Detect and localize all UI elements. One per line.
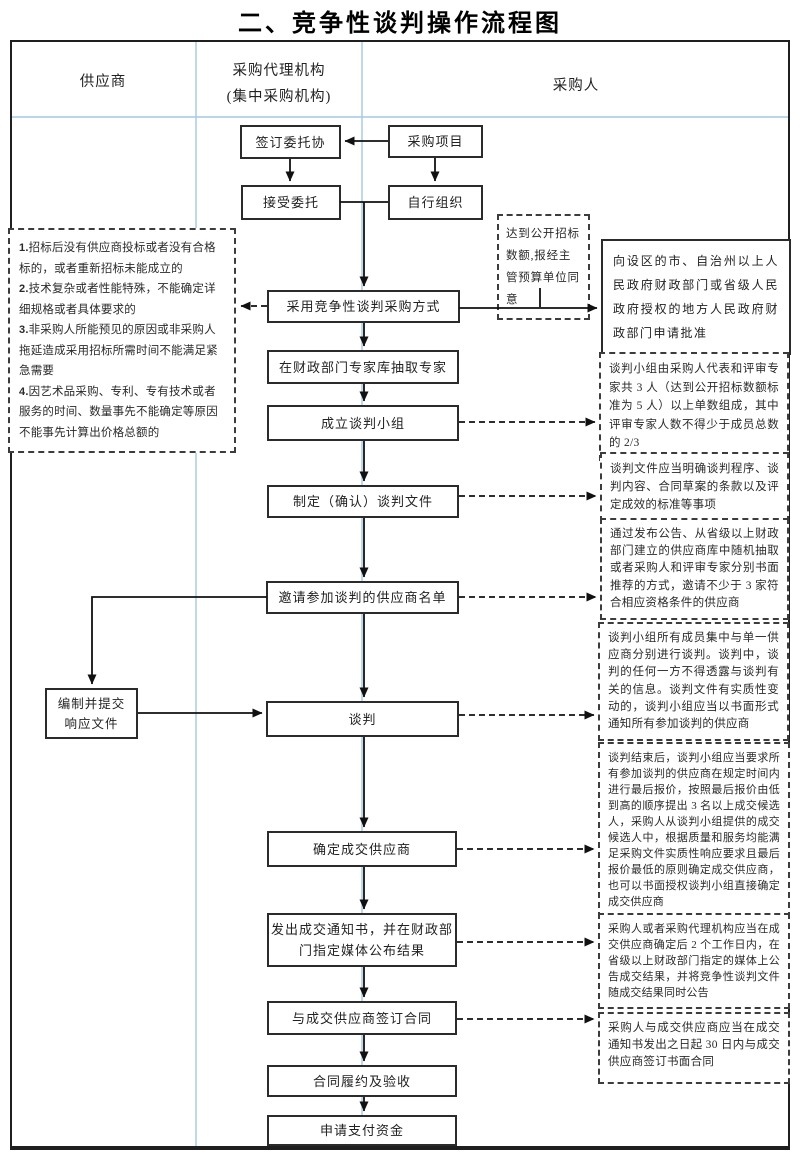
reason-2-number: 2. (19, 283, 29, 295)
flow-box-determine-supplier-label: 确定成交供应商 (312, 841, 411, 857)
reason-item-3: 3.非采购人所能预见的原因或非采购人拖延造成采用招标所需时间不能满足紧急需要 (19, 320, 225, 382)
flow-box-negotiate-label: 谈判 (348, 711, 377, 727)
flow-box-prepare-response-line1: 编制并提交 (57, 696, 126, 711)
note-final-quotation: 谈判结束后，谈判小组应当要求所有参加谈判的供应商在规定时间内进行最后报价，按照最… (598, 742, 790, 918)
note-group-composition: 谈判小组由采购人代表和评审专家共 3 人（达到公开招标数额标准为 5 人）以上单… (599, 352, 789, 461)
flow-box-negotiate: 谈判 (266, 701, 459, 737)
reason-1-number: 1. (19, 242, 29, 254)
reason-item-2: 2.技术复杂或者性能特殊，不能确定详细规格或者具体要求的 (19, 279, 225, 320)
flow-box-perform-contract: 合同履约及验收 (267, 1065, 457, 1097)
note-reasons: 1.招标后没有供应商投标或者没有合格标的，或者重新招标未能成立的 2.技术复杂或… (8, 228, 236, 453)
note-invitation-method: 通过发布公告、从省级以上财政部门建立的供应商库中随机抽取或者采购人和评审专家分别… (600, 518, 789, 621)
flow-box-form-group: 成立谈判小组 (267, 405, 459, 441)
page-title: 二、竞争性谈判操作流程图 (238, 10, 562, 37)
note-approval: 向设区的市、自治州以上人民政府财政部门或省级人民政府授权的地方人民政府财政部门申… (601, 239, 791, 355)
reason-1-text: 招标后没有供应商投标或者没有合格标的，或者重新招标未能成立的 (19, 242, 216, 275)
flow-box-issue-notice: 发出成交通知书，并在财政部门指定媒体公布结果 (267, 913, 457, 967)
flow-box-accept-entrust: 接受委托 (241, 185, 341, 220)
reason-3-text: 非采购人所能预见的原因或非采购人拖延造成采用招标所需时间不能满足紧急需要 (19, 324, 218, 377)
flow-box-perform-contract-label: 合同履约及验收 (312, 1073, 411, 1089)
reason-item-1: 1.招标后没有供应商投标或者没有合格标的，或者重新招标未能成立的 (19, 238, 225, 279)
column-header-agency-line1: 采购代理机构 (232, 63, 326, 79)
flow-box-prepare-response-line2: 响应文件 (64, 716, 119, 731)
flow-box-sign-agreement: 签订委托协 (240, 125, 341, 159)
flow-box-prepare-response: 编制并提交 响应文件 (45, 688, 138, 739)
note-threshold: 达到公开招标数额,报经主管预算单位同意 (497, 214, 590, 320)
reason-2-text: 技术复杂或者性能特殊，不能确定详细规格或者具体要求的 (19, 283, 216, 316)
flow-box-apply-payment: 申请支付资金 (267, 1115, 457, 1146)
flow-box-make-documents-label: 制定（确认）谈判文件 (292, 494, 433, 509)
flow-box-sign-contract: 与成交供应商签订合同 (267, 1001, 457, 1035)
flow-box-sign-contract-label: 与成交供应商签订合同 (291, 1010, 432, 1026)
note-doc-requirements: 谈判文件应当明确谈判程序、谈判内容、合同草案的条款以及评定成效的标准等事项 (600, 452, 789, 522)
reason-3-number: 3. (19, 324, 29, 336)
flow-box-self-organize-label: 自行组织 (407, 195, 464, 210)
flow-box-extract-experts-label: 在财政部门专家库抽取专家 (278, 359, 447, 375)
outer-frame (10, 40, 790, 1150)
flow-box-invite-list-label: 邀请参加谈判的供应商名单 (278, 590, 447, 605)
reason-item-4: 4.因艺术品采购、专利、专有技术或者服务的时间、数量事先不能确定等原因不能事先计… (19, 382, 225, 444)
flow-box-form-group-label: 成立谈判小组 (320, 415, 405, 431)
flow-box-extract-experts: 在财政部门专家库抽取专家 (267, 350, 459, 384)
note-negotiation-rules: 谈判小组所有成员集中与单一供应商分别进行谈判。谈判中，谈判的任何一方不得透露与谈… (598, 622, 789, 742)
flow-box-self-organize: 自行组织 (388, 185, 483, 220)
flow-box-adopt-method-label: 采用竞争性谈判采购方式 (286, 299, 441, 314)
reason-4-text: 因艺术品采购、专利、专有技术或者服务的时间、数量事先不能确定等原因不能事先计算出… (19, 385, 218, 439)
note-announce-result: 采购人或者采购代理机构应当在成交供应商确定后 2 个工作日内，在省级以上财政部门… (598, 913, 790, 1009)
column-header-supplier: 供应商 (79, 74, 127, 90)
flow-box-adopt-method: 采用竞争性谈判采购方式 (267, 290, 460, 323)
flow-box-procurement-project-label: 采购项目 (407, 134, 464, 149)
flow-box-procurement-project: 采购项目 (388, 125, 483, 158)
flow-box-apply-payment-label: 申请支付资金 (319, 1123, 404, 1138)
column-header-agency: 采购代理机构 (集中采购机构) (196, 58, 362, 110)
flow-box-determine-supplier: 确定成交供应商 (267, 831, 457, 867)
flow-box-accept-entrust-label: 接受委托 (262, 195, 319, 210)
reason-4-number: 4. (19, 385, 29, 398)
note-contract-deadline: 采购人与成交供应商应当在成交通知书发出之日起 30 日内与成交供应商签订书面合同 (598, 1012, 790, 1084)
flow-box-issue-notice-label: 发出成交通知书，并在财政部门指定媒体公布结果 (271, 922, 454, 958)
flow-box-invite-list: 邀请参加谈判的供应商名单 (266, 581, 459, 614)
flow-box-sign-agreement-label: 签订委托协 (255, 134, 326, 150)
column-header-purchaser: 采购人 (552, 78, 600, 94)
flow-box-make-documents: 制定（确认）谈判文件 (267, 485, 459, 518)
column-header-agency-line2: (集中采购机构) (226, 89, 332, 105)
